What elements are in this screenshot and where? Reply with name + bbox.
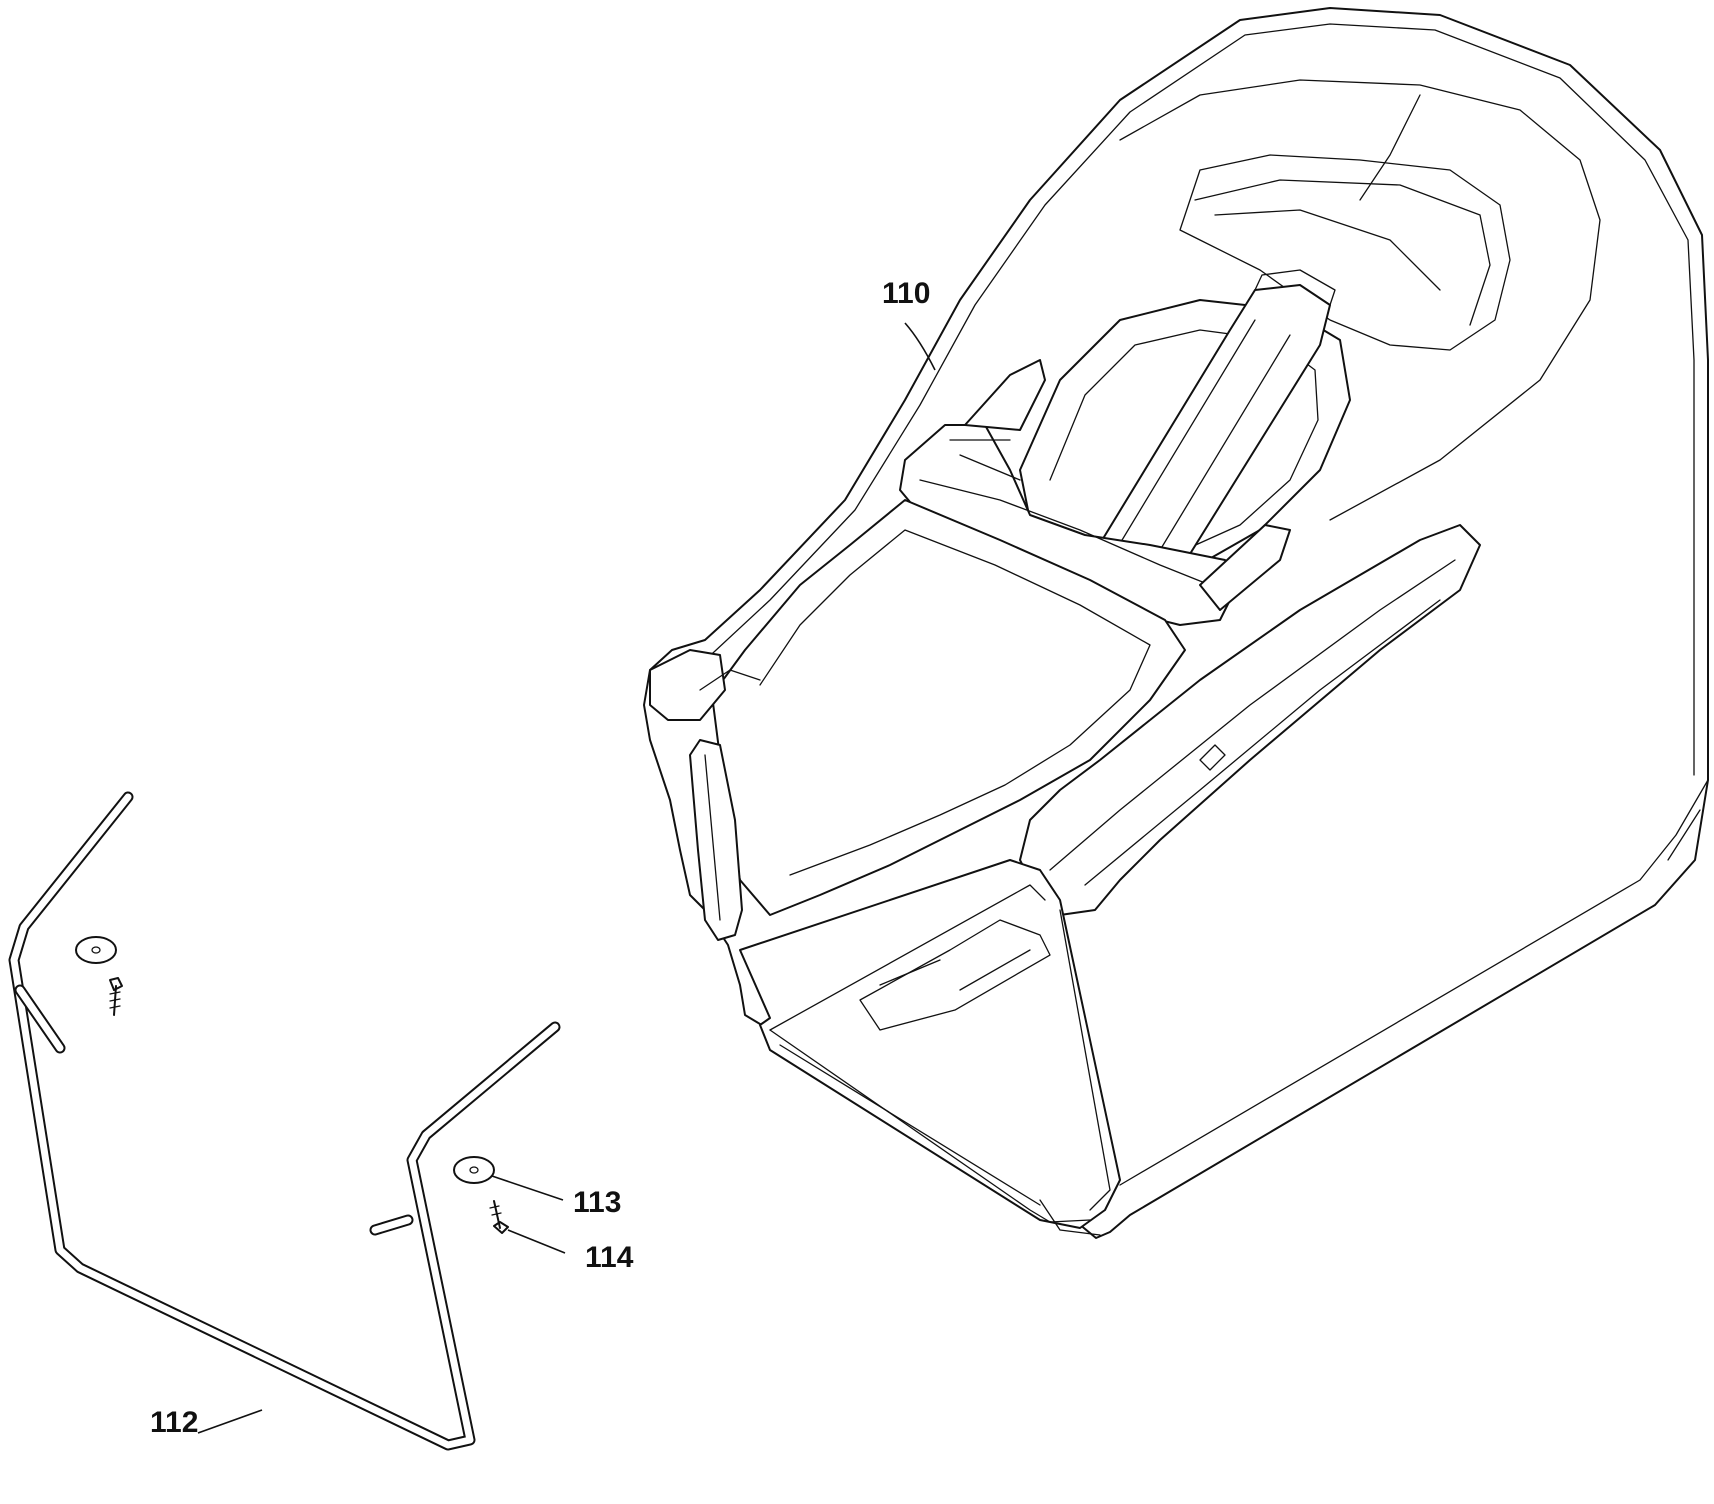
callout-112: 112 xyxy=(150,1406,198,1439)
screw-114-left xyxy=(109,977,123,1016)
leader-114 xyxy=(507,1229,566,1254)
washer-113-left xyxy=(75,936,117,964)
washer-113-right xyxy=(453,1156,495,1184)
frame-wire-112 xyxy=(8,791,561,1451)
grass-bag-110 xyxy=(643,7,1709,1239)
callout-114: 114 xyxy=(585,1241,634,1274)
callout-110: 110 xyxy=(882,277,930,310)
bag-opening xyxy=(711,499,1186,916)
leader-113 xyxy=(491,1175,564,1201)
frame-wire-left xyxy=(8,791,561,1451)
leader-112 xyxy=(197,1409,263,1434)
leader-110 xyxy=(904,322,936,371)
screw-114-right xyxy=(489,1200,509,1234)
callout-113: 113 xyxy=(573,1186,621,1219)
bag-front-panel xyxy=(739,859,1121,1229)
